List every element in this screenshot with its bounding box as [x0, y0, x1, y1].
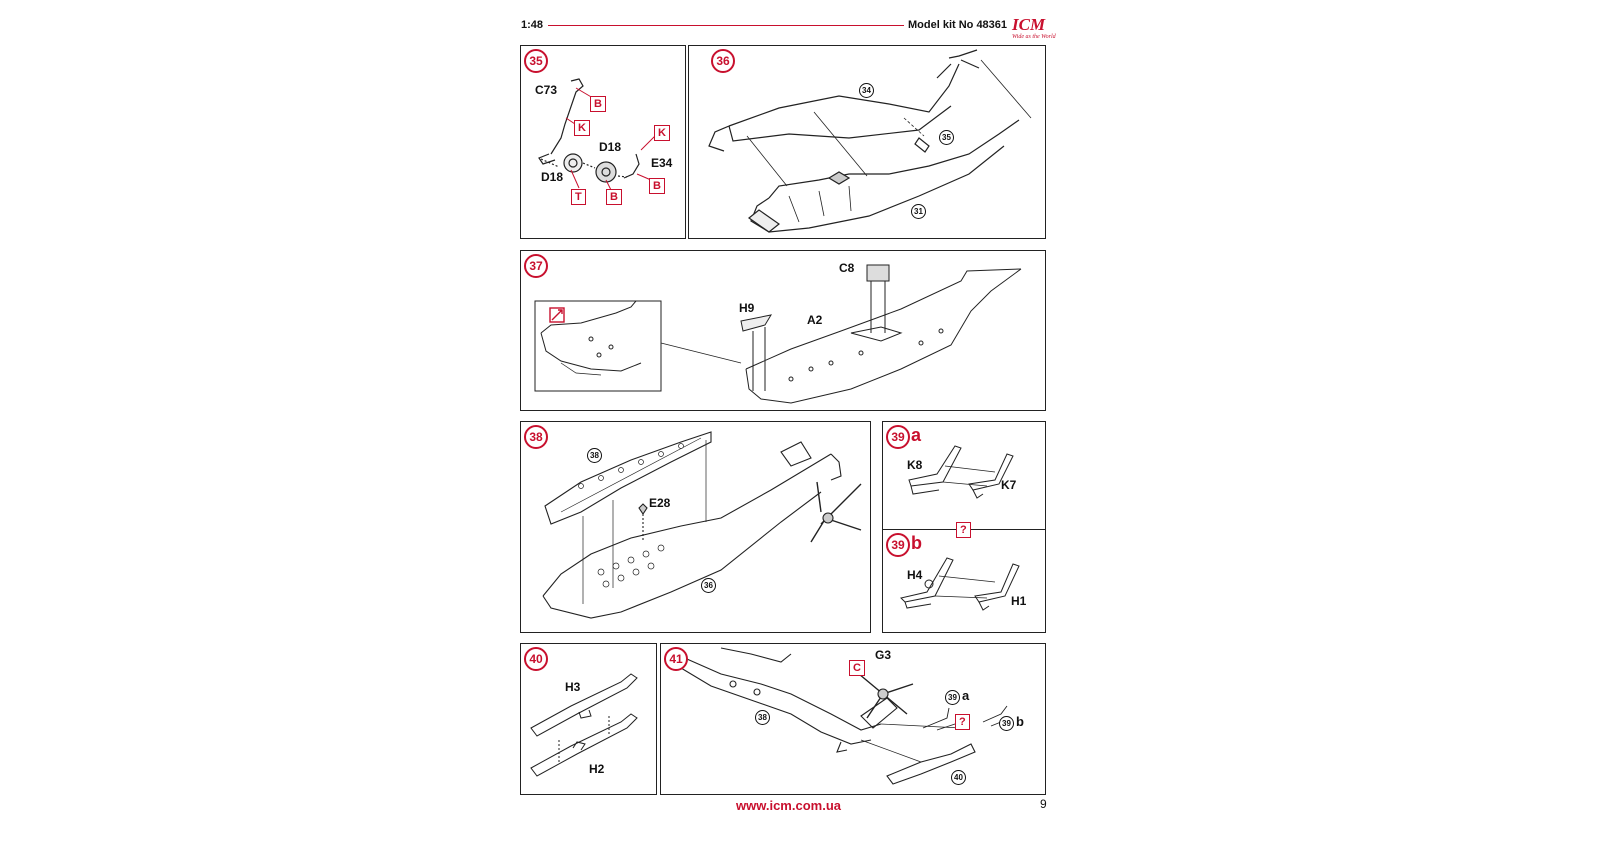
- kit-number: Model kit No 48361: [908, 19, 1008, 31]
- wheel-left: [563, 153, 583, 173]
- step-39b-panel: 39 b H4 H1: [882, 529, 1046, 633]
- part-label: E34: [651, 156, 673, 170]
- website-link[interactable]: www.icm.com.ua: [736, 798, 841, 813]
- sub-assembly-ref: 38: [755, 710, 770, 725]
- step-38-drawing: [542, 431, 862, 619]
- part-label: H1: [1011, 594, 1027, 608]
- step-36-drawing: [708, 49, 1032, 233]
- color-code-badge: K: [654, 125, 670, 141]
- color-code-badge: T: [571, 189, 586, 205]
- sub-assembly-ref: 40: [951, 770, 966, 785]
- header-rule: [548, 25, 904, 26]
- cabin-floor: [745, 268, 1022, 370]
- step-36-panel: 36 34 35 31: [688, 45, 1046, 239]
- sub-assembly-ref: 39: [945, 690, 960, 705]
- step-number: 39: [886, 533, 910, 557]
- step-number: 36: [711, 49, 735, 73]
- part-label: K7: [1001, 478, 1017, 492]
- step-39a-panel: 39 a K8 K7: [882, 421, 1046, 530]
- step-sub-letter: b: [911, 533, 922, 553]
- color-code-badge: B: [590, 96, 606, 112]
- step-number: 41: [664, 647, 688, 671]
- step-41-drawing: [670, 647, 1012, 785]
- tail-boom: [670, 651, 882, 731]
- color-code-badge: C: [849, 660, 865, 676]
- step-39b-drawing: [900, 557, 1020, 611]
- color-unknown-badge: ?: [956, 522, 971, 538]
- step-sub-letter: a: [911, 425, 922, 445]
- sub-assembly-ref: 38: [587, 448, 602, 463]
- step-number: 35: [524, 49, 548, 73]
- detail-arrow-icon: [549, 307, 565, 323]
- sub-assembly-letter: a: [962, 688, 970, 703]
- step-40-panel: 40 H3 H2: [520, 643, 657, 795]
- page-number: 9: [1040, 797, 1047, 811]
- step-37-panel: 37 C8 H9 A2: [520, 250, 1046, 411]
- part-label: H4: [907, 568, 923, 582]
- color-code-badge: B: [649, 178, 665, 194]
- assembled-fuselage: [542, 453, 832, 597]
- step-number: 40: [524, 647, 548, 671]
- sub-assembly-ref: 36: [701, 578, 716, 593]
- part-label: D18: [599, 140, 622, 154]
- stabilizer-upper: [530, 673, 638, 737]
- part-label: A2: [807, 313, 823, 327]
- step-39a-drawing: [908, 445, 1014, 499]
- step-number: 38: [524, 425, 548, 449]
- part-label: E28: [649, 496, 671, 510]
- step-37-drawing: [534, 264, 1022, 404]
- tail-rotor: [810, 481, 862, 543]
- scale-label: 1:48: [521, 19, 544, 31]
- sub-assembly-ref: 35: [939, 130, 954, 145]
- part-label: H9: [739, 301, 755, 315]
- tail-rotor-blades: [858, 673, 914, 719]
- cabin-roof: [544, 431, 712, 525]
- stabilizer-lower: [530, 713, 638, 777]
- sub-assembly-ref: 34: [859, 83, 874, 98]
- color-unknown-badge: ?: [955, 714, 970, 730]
- step-35-panel: 35 C73 D18 D18 E34 B K K T B B: [520, 45, 686, 239]
- step-38-panel: 38 E28 38 36: [520, 421, 871, 633]
- part-label: H2: [589, 762, 605, 776]
- sub-assembly-ref: 39: [999, 716, 1014, 731]
- part-label: K8: [907, 458, 923, 472]
- c73-strut: [550, 78, 584, 155]
- horizontal-stabilizer: [886, 743, 976, 785]
- step-40-drawing: [530, 673, 638, 777]
- sub-assembly-letter: b: [1016, 714, 1024, 729]
- part-label: C73: [535, 83, 558, 97]
- step-number: 37: [524, 254, 548, 278]
- color-code-badge: B: [606, 189, 622, 205]
- step-41-panel: 41 G3 C ? 38 40 39 a 39 b: [660, 643, 1046, 795]
- step-number: 39: [886, 425, 910, 449]
- part-label: H3: [565, 680, 581, 694]
- sub-assembly-ref: 31: [911, 204, 926, 219]
- part-label: G3: [875, 648, 892, 662]
- upper-fuselage-half: [728, 63, 960, 127]
- color-code-badge: K: [574, 120, 590, 136]
- brand-tagline: Wide as the World: [1012, 34, 1056, 40]
- brand-logo: ICM: [1012, 15, 1046, 34]
- part-label: C8: [839, 261, 855, 275]
- lower-fuselage-half: [768, 119, 1020, 199]
- part-label: D18: [541, 170, 564, 184]
- wheel-right: [595, 161, 617, 183]
